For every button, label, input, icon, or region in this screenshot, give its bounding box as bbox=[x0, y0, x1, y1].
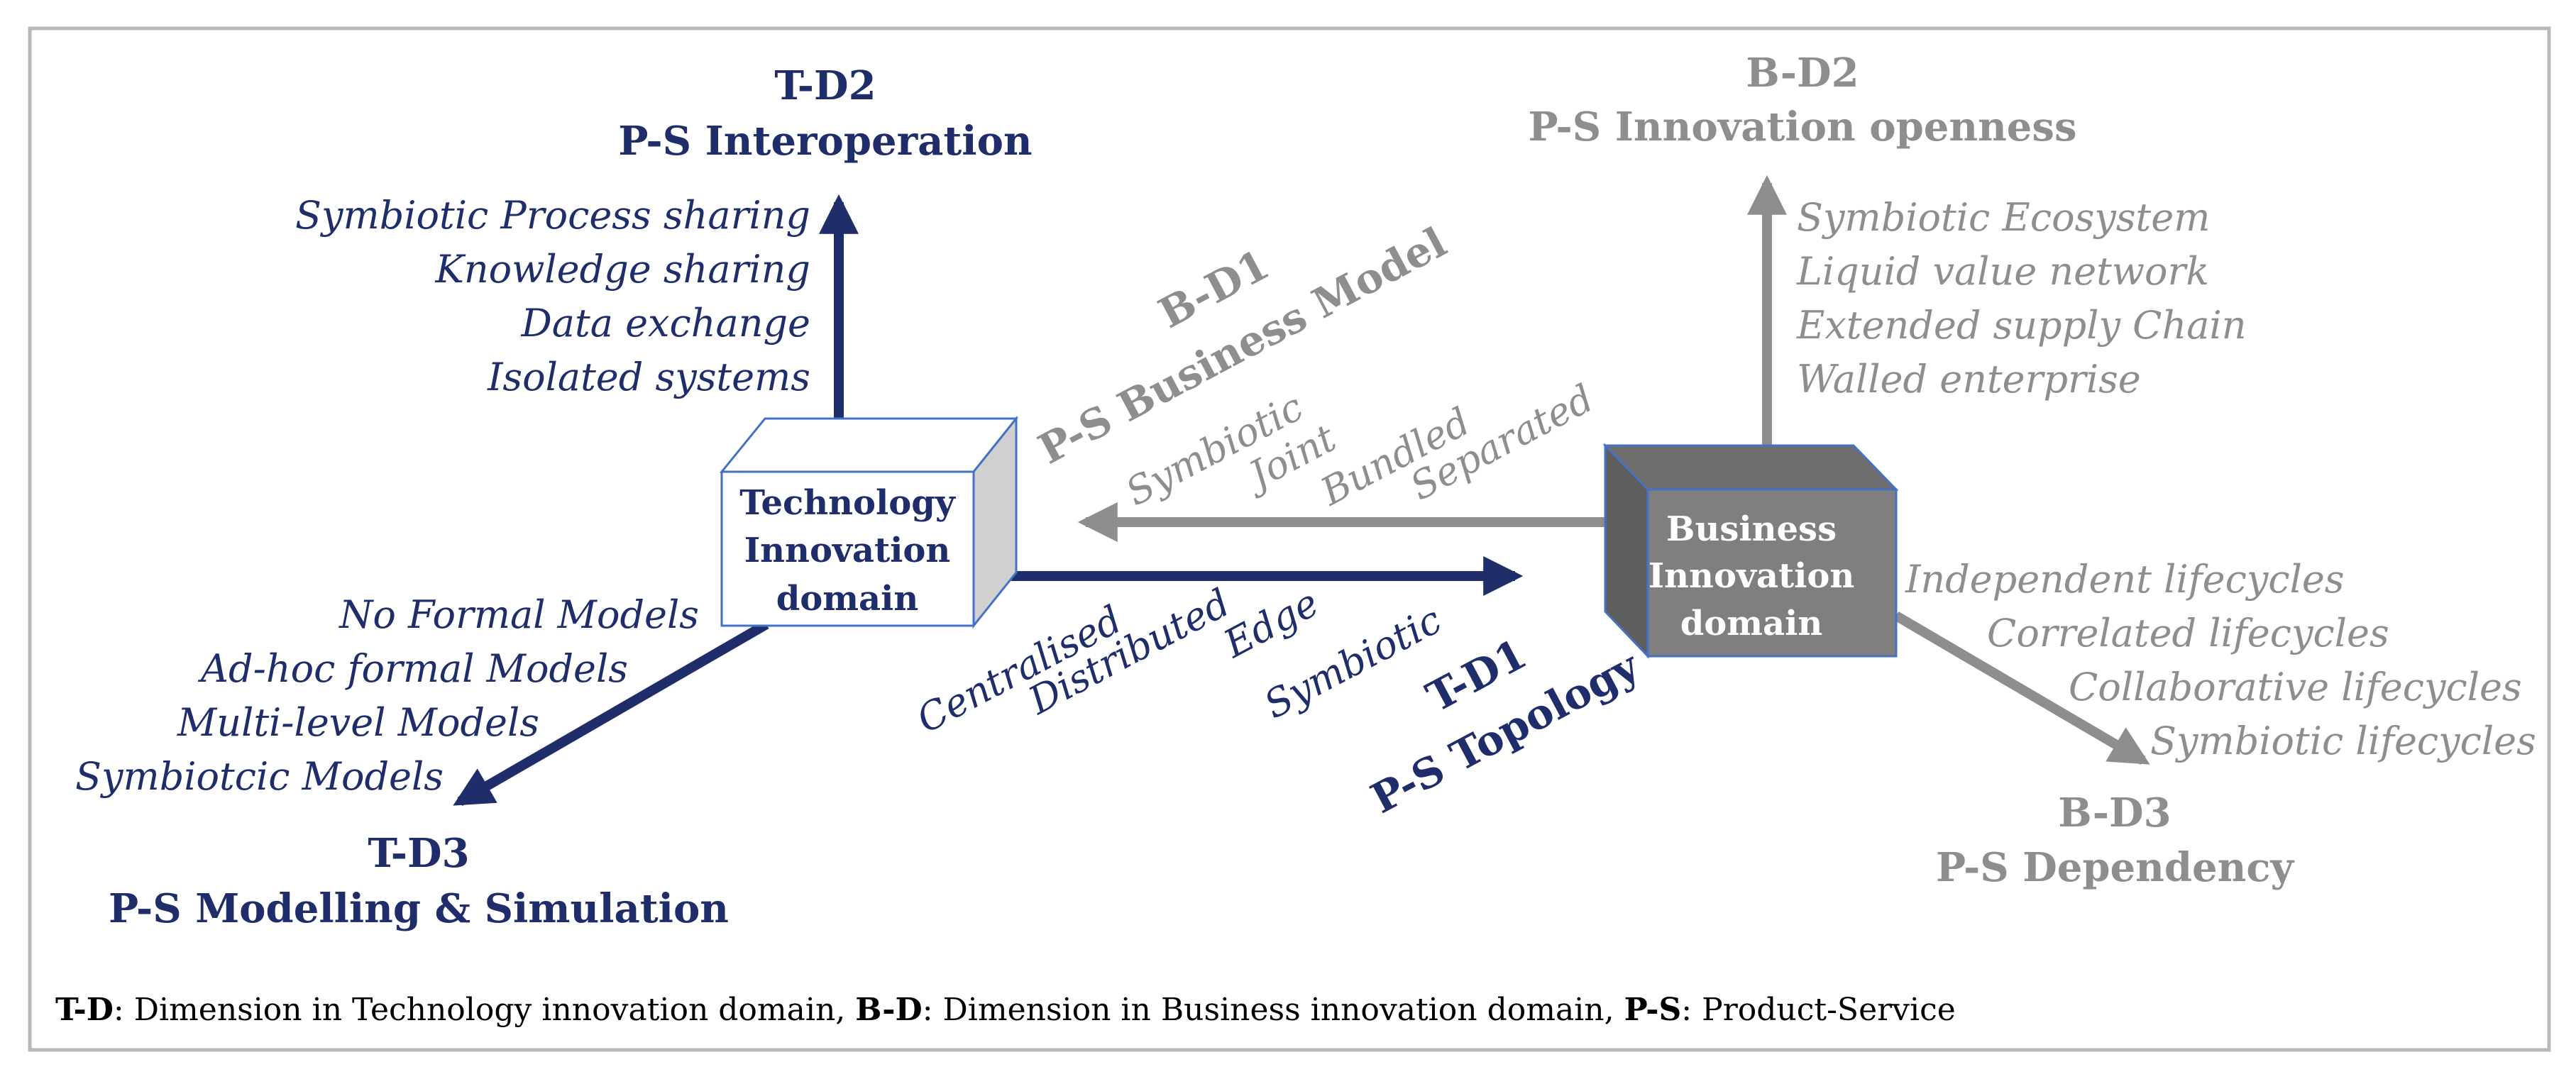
bd3-level-2: Correlated lifecycles bbox=[1987, 611, 2389, 655]
bd2-level-1: Symbiotic Ecosystem bbox=[1797, 195, 2210, 240]
td3-level-4: Symbiotcic Models bbox=[75, 754, 444, 799]
legend-abbr-bd: B-D bbox=[855, 992, 922, 1028]
tech-box-line-3: domain bbox=[776, 579, 919, 619]
td2-name: P-S Interoperation bbox=[618, 118, 1032, 165]
business-cube-top bbox=[1602, 444, 1899, 491]
bd3-axis-arrow bbox=[1893, 611, 2150, 765]
legend-abbr-td: T-D bbox=[55, 992, 114, 1028]
td3-code: T-D3 bbox=[368, 830, 469, 877]
tech-box-line-2: Innovation bbox=[744, 531, 951, 570]
td3-level-3: Multi-level Models bbox=[177, 700, 539, 745]
bd2-level-3: Extended supply Chain bbox=[1796, 303, 2246, 348]
tech-box-line-1: Technology bbox=[739, 483, 957, 523]
legend-text-ps: : Product-Service bbox=[1681, 992, 1955, 1028]
legend: T-D: Dimension in Technology innovation … bbox=[55, 992, 1956, 1028]
business-box-line-3: domain bbox=[1680, 604, 1823, 643]
bd3-level-4: Symbiotic lifecycles bbox=[2150, 719, 2536, 763]
technology-domain-cube: Technology Innovation domain bbox=[719, 415, 1019, 629]
td2-level-1: Symbiotic Process sharing bbox=[295, 193, 810, 238]
td3-level-2: Ad-hoc formal Models bbox=[197, 646, 628, 691]
legend-text-td: : Dimension in Technology innovation dom… bbox=[114, 992, 855, 1028]
legend-abbr-ps: P-S bbox=[1624, 992, 1682, 1028]
legend-text-bd: : Dimension in Business innovation domai… bbox=[923, 992, 1624, 1028]
td2-code: T-D2 bbox=[774, 62, 876, 109]
bd2-level-2: Liquid value network bbox=[1796, 249, 2209, 294]
bd3-code: B-D3 bbox=[2058, 790, 2171, 836]
business-domain-cube: Business Innovation domain bbox=[1602, 443, 1899, 659]
bd3-name: P-S Dependency bbox=[1936, 844, 2295, 891]
td2-level-3: Data exchange bbox=[521, 301, 810, 345]
business-cube-front bbox=[1646, 488, 1898, 658]
td3-axis-arrow bbox=[453, 619, 769, 807]
td3-level-1: No Formal Models bbox=[338, 592, 699, 637]
bd2-code: B-D2 bbox=[1746, 50, 1859, 96]
bd3-level-1: Independent lifecycles bbox=[1905, 557, 2345, 602]
bd2-level-4: Walled enterprise bbox=[1797, 357, 2141, 402]
business-box-line-2: Innovation bbox=[1648, 556, 1855, 596]
business-box-line-1: Business bbox=[1666, 509, 1837, 549]
tech-cube-top bbox=[719, 417, 1019, 473]
bd2-name: P-S Innovation openness bbox=[1529, 104, 2077, 150]
td2-level-4: Isolated systems bbox=[487, 355, 810, 399]
bd3-level-3: Collaborative lifecycles bbox=[2069, 665, 2522, 709]
figure-frame bbox=[28, 26, 2551, 1052]
td3-name: P-S Modelling & Simulation bbox=[109, 885, 729, 932]
td2-level-2: Knowledge sharing bbox=[435, 247, 810, 292]
td1-level-3: Edge bbox=[1216, 580, 1326, 667]
tech-cube-front bbox=[720, 470, 975, 627]
